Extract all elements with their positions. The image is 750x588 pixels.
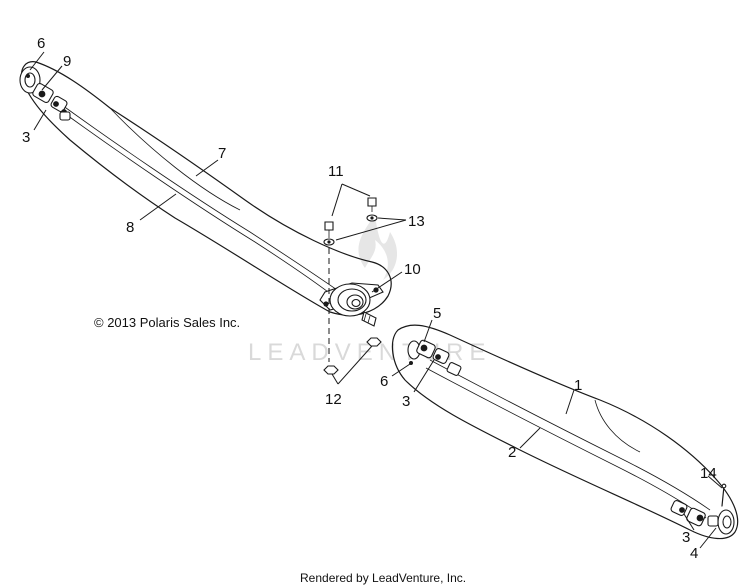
callout-3-rear-left: 3	[402, 393, 410, 410]
callout-11: 11	[328, 163, 344, 180]
callout-3-front: 3	[22, 129, 30, 146]
leader-lines	[29, 51, 723, 549]
callout-6-rear: 6	[380, 373, 388, 390]
callout-10: 10	[404, 261, 421, 278]
center-bearing-assembly[interactable]	[319, 197, 384, 375]
callout-7: 7	[218, 145, 226, 162]
callout-8: 8	[126, 219, 134, 236]
callout-13: 13	[408, 213, 425, 230]
callout-2: 2	[508, 444, 516, 461]
callout-14: 14	[700, 465, 717, 482]
callout-1: 1	[574, 377, 582, 394]
callout-4: 4	[690, 545, 698, 562]
callout-12: 12	[325, 391, 342, 408]
callout-6-front: 6	[37, 35, 45, 52]
callout-5: 5	[433, 305, 441, 322]
rear-propshaft[interactable]	[391, 324, 739, 540]
front-propshaft[interactable]	[19, 61, 392, 316]
callout-9: 9	[63, 53, 71, 70]
callout-labels: 6 9 3 7 8 11 13 10 © 2013 Polaris Sales …	[22, 35, 717, 562]
footer-credit: Rendered by LeadVenture, Inc.	[300, 571, 466, 585]
copyright-notice: © 2013 Polaris Sales Inc.	[94, 315, 240, 330]
callout-3-rear-right: 3	[682, 529, 690, 546]
